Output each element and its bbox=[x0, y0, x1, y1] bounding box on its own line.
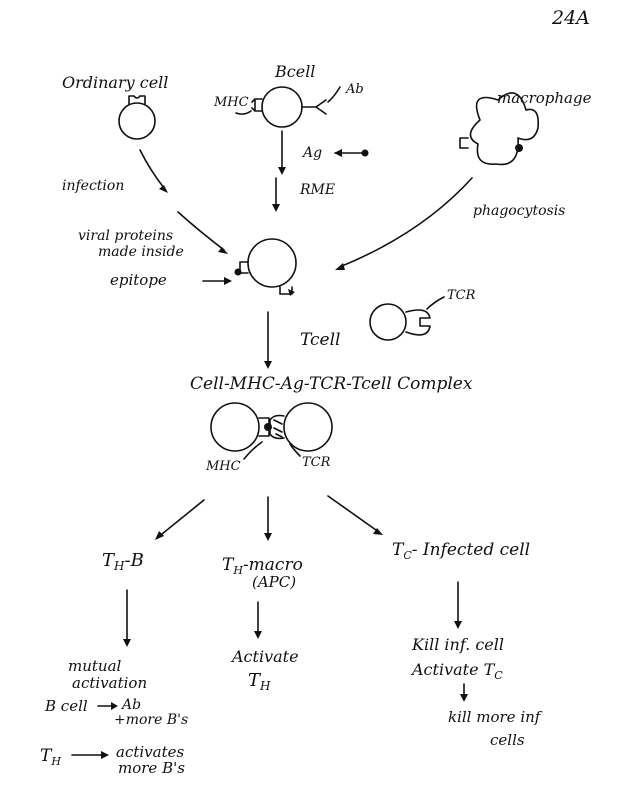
phagocytosis-arrow bbox=[341, 177, 473, 267]
branch-arrow-right bbox=[327, 495, 377, 531]
th-macro-title-line2: (APC) bbox=[252, 573, 296, 591]
th-b-result-line1: mutual bbox=[68, 657, 122, 675]
t-cell-label: Tcell bbox=[300, 330, 340, 350]
ag-label: Ag bbox=[301, 145, 322, 161]
th-b-result-line2: activation bbox=[72, 674, 147, 692]
branch-arrow-left bbox=[161, 499, 205, 535]
b-cell-label: Bcell bbox=[274, 62, 315, 81]
bcell-to-line1: Ab bbox=[120, 697, 141, 713]
macrophage-label: macrophage bbox=[497, 89, 592, 107]
tc-final-line2: cells bbox=[490, 731, 525, 749]
th-b-title: TH-B bbox=[102, 550, 144, 573]
th-macro-title: TH-macro bbox=[222, 555, 303, 577]
tc-result-line2: Activate TC bbox=[410, 660, 503, 682]
bcell-from: B cell bbox=[44, 697, 88, 715]
infection-arrow-1 bbox=[139, 149, 165, 189]
apc-cell-icon bbox=[234, 238, 297, 296]
th-from: TH bbox=[40, 746, 61, 768]
ordinary-cell-label: Ordinary cell bbox=[62, 73, 168, 92]
infection-arrow-2 bbox=[177, 211, 225, 251]
ab-label: Ab bbox=[345, 82, 364, 97]
t-cell-icon bbox=[369, 303, 431, 341]
ordinary-cell-icon bbox=[118, 95, 156, 140]
tc-final-line1: kill more inf bbox=[448, 708, 543, 726]
tcr-complex-label: TCR bbox=[302, 455, 331, 470]
tc-result-line1: Kill inf. cell bbox=[411, 635, 504, 654]
complex-icon bbox=[210, 402, 333, 452]
th-to-line2: more B's bbox=[118, 759, 185, 777]
complex-title: Cell-MHC-Ag-TCR-Tcell Complex bbox=[190, 374, 473, 394]
tcr-complex-pointer bbox=[289, 443, 301, 457]
tcr-top-label: TCR bbox=[447, 288, 476, 303]
b-cell-icon bbox=[251, 86, 327, 128]
mhc-b-label: MHC bbox=[213, 95, 249, 110]
th-macro-result-line1: Activate bbox=[230, 647, 299, 666]
mhc-b-pointer bbox=[235, 110, 252, 115]
viral-proteins-line2: made inside bbox=[98, 244, 184, 260]
mhc-complex-pointer bbox=[243, 441, 263, 460]
th-to-line1: activates bbox=[116, 743, 184, 761]
antigen-icon bbox=[334, 149, 369, 157]
tcr-top-pointer bbox=[426, 296, 445, 310]
page-number: 24A bbox=[551, 7, 590, 29]
epitope-label: epitope bbox=[110, 271, 167, 289]
rme-label: RME bbox=[299, 182, 335, 198]
phagocytosis-label: phagocytosis bbox=[473, 203, 565, 219]
bcell-to-line2: +more B's bbox=[114, 712, 188, 728]
infection-label: infection bbox=[62, 178, 124, 194]
th-macro-result-line2: TH bbox=[248, 670, 271, 693]
macrophage-icon bbox=[459, 92, 540, 166]
tc-title: TC- Infected cell bbox=[392, 540, 530, 562]
mhc-complex-label: MHC bbox=[205, 459, 241, 474]
viral-proteins-line1: viral proteins bbox=[78, 228, 173, 244]
ab-pointer bbox=[327, 86, 341, 103]
